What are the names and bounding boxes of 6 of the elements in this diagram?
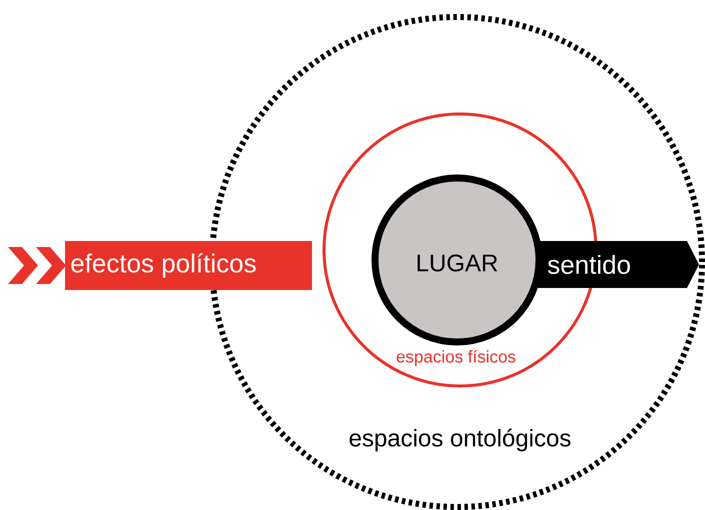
circle-label: espacios ontológicos bbox=[350, 428, 570, 452]
node-label: sentido bbox=[548, 254, 630, 274]
circle-label: espacios físicos bbox=[396, 350, 516, 366]
circle-label: LUGAR bbox=[418, 254, 498, 272]
arrow-band: efectos políticos bbox=[8, 240, 312, 290]
arrow-band: sentido bbox=[538, 240, 699, 288]
